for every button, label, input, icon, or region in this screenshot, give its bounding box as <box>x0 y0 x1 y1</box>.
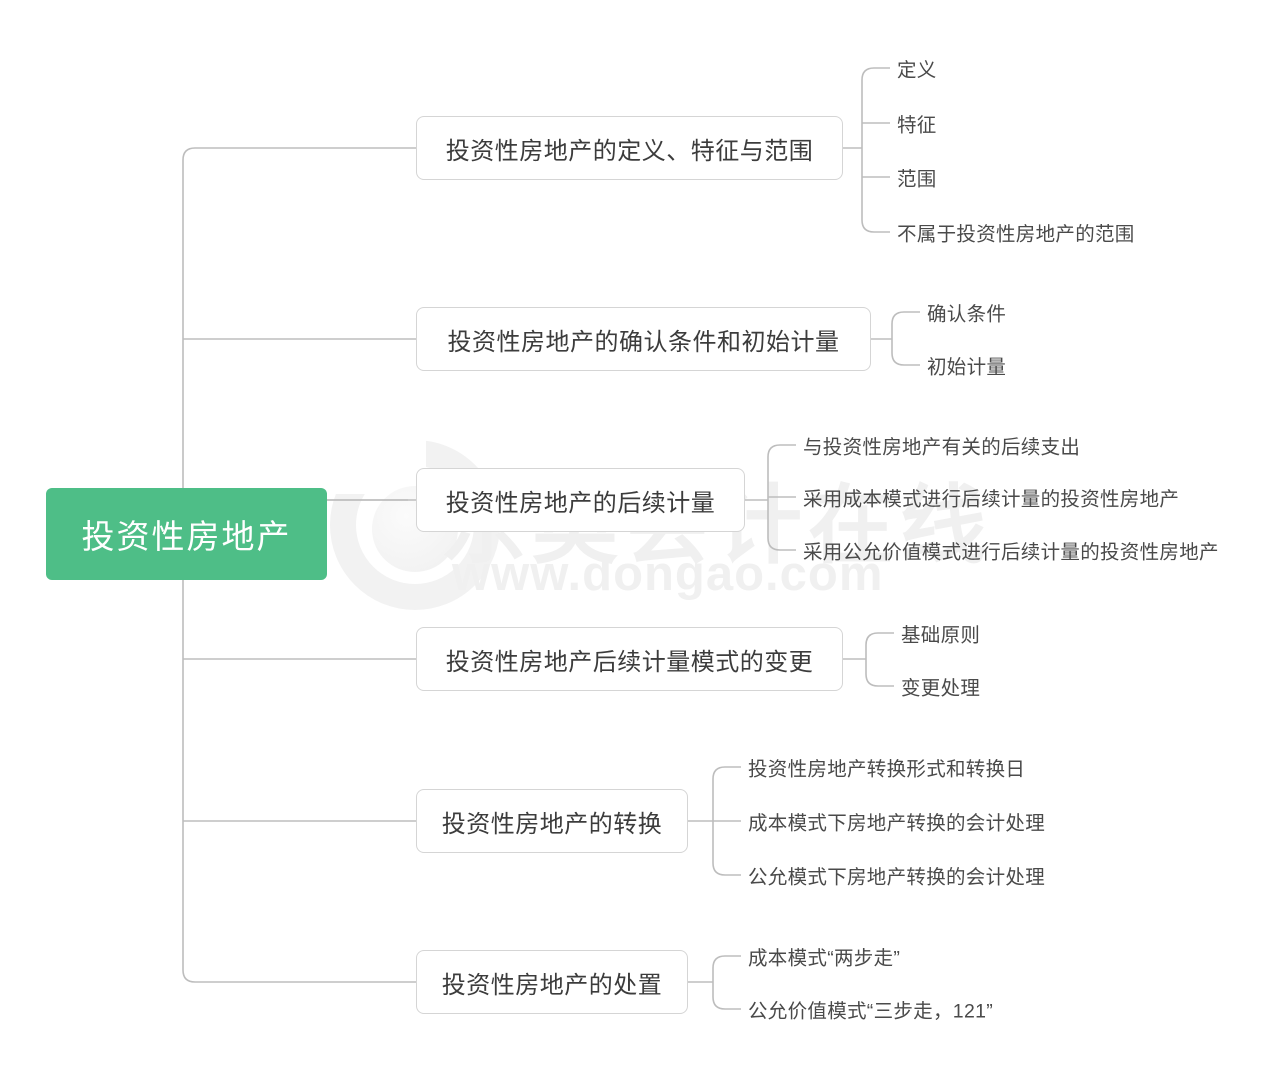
branch-node-2[interactable]: 投资性房地产的确认条件和初始计量 <box>416 307 871 371</box>
branch-node-3[interactable]: 投资性房地产的后续计量 <box>416 468 745 532</box>
leaf-node-4-2[interactable]: 变更处理 <box>901 677 981 700</box>
leaf-node-6-1[interactable]: 成本模式“两步走” <box>748 947 901 970</box>
leaf-node-3-3[interactable]: 采用公允价值模式进行后续计量的投资性房地产 <box>803 541 1219 564</box>
branch-node-1-label: 投资性房地产的定义、特征与范围 <box>445 137 814 165</box>
branch-node-5[interactable]: 投资性房地产的转换 <box>416 789 688 853</box>
branch-node-5-label: 投资性房地产的转换 <box>441 810 663 838</box>
wire-b6-leaf-1 <box>712 955 741 969</box>
wire-b6-leaf-2 <box>712 996 741 1010</box>
branch-node-6-label: 投资性房地产的处置 <box>441 971 663 999</box>
leaf-node-1-2[interactable]: 特征 <box>897 114 937 137</box>
leaf-node-5-3[interactable]: 公允模式下房地产转换的会计处理 <box>748 866 1046 889</box>
leaf-node-2-2[interactable]: 初始计量 <box>927 356 1007 379</box>
branch-node-1[interactable]: 投资性房地产的定义、特征与范围 <box>416 116 843 180</box>
wire-trunk-branch-1 <box>182 147 416 161</box>
wire-b1-leaf-4 <box>861 219 890 233</box>
leaf-node-1-4[interactable]: 不属于投资性房地产的范围 <box>897 223 1135 246</box>
branch-node-3-label: 投资性房地产的后续计量 <box>445 489 716 517</box>
branch-node-2-label: 投资性房地产的确认条件和初始计量 <box>447 328 840 356</box>
wire-b5-leaf-3 <box>712 862 741 876</box>
root-node[interactable]: 投资性房地产 <box>46 488 327 580</box>
leaf-node-5-2[interactable]: 成本模式下房地产转换的会计处理 <box>748 812 1046 835</box>
wire-b3-leaf-1 <box>767 444 796 458</box>
wire-b1-leaf-1 <box>861 67 890 81</box>
leaf-node-1-3[interactable]: 范围 <box>897 168 937 191</box>
wire-b4-leaf-1 <box>865 632 894 646</box>
wire-b3-leaf-3 <box>767 537 796 551</box>
leaf-node-5-1[interactable]: 投资性房地产转换形式和转换日 <box>748 758 1026 781</box>
leaf-node-6-2[interactable]: 公允价值模式“三步走，121” <box>748 1000 994 1023</box>
wire-b4-leaf-2 <box>865 673 894 687</box>
leaf-node-3-1[interactable]: 与投资性房地产有关的后续支出 <box>803 436 1081 459</box>
branch-node-4[interactable]: 投资性房地产后续计量模式的变更 <box>416 627 843 691</box>
root-node-label: 投资性房地产 <box>81 518 292 555</box>
leaf-node-1-1[interactable]: 定义 <box>897 59 937 82</box>
branch-node-4-label: 投资性房地产后续计量模式的变更 <box>445 648 814 676</box>
wire-b5-leaf-1 <box>712 766 741 780</box>
leaf-node-3-2[interactable]: 采用成本模式进行后续计量的投资性房地产 <box>803 488 1180 511</box>
wire-trunk-branch-6 <box>182 969 416 983</box>
branch-node-6[interactable]: 投资性房地产的处置 <box>416 950 688 1014</box>
wire-b2-leaf-1 <box>891 311 920 325</box>
leaf-node-2-1[interactable]: 确认条件 <box>927 303 1007 326</box>
leaf-node-4-1[interactable]: 基础原则 <box>901 624 981 647</box>
wire-b2-leaf-2 <box>891 352 920 366</box>
